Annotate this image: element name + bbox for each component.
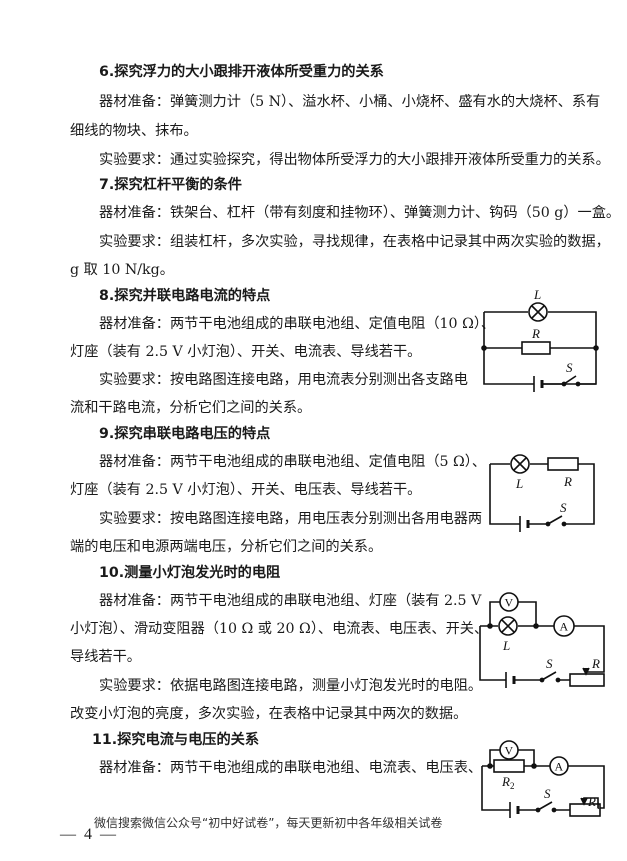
voltmeter-label: V <box>505 744 514 758</box>
rheostat-label: R1 <box>587 794 600 811</box>
section-7-requirement-cont: g 取 10 N/kg。 <box>70 262 174 278</box>
lamp-label: L <box>515 476 523 491</box>
section-10-equipment-cont2: 导线若干。 <box>70 649 141 665</box>
section-10-title: 10.测量小灯泡发光时的电阻 <box>99 565 281 581</box>
section-10-requirement-cont: 改变小灯泡的亮度，多次实验，在表格中记录其中两次的数据。 <box>70 706 468 722</box>
circuit-diagram-11: V A R2 S R1 <box>478 740 610 818</box>
section-6-title: 6.探究浮力的大小跟排开液体所受重力的关系 <box>99 64 384 80</box>
circuit-diagram-9: L R S <box>486 450 606 534</box>
ammeter-icon <box>549 756 569 776</box>
section-9-requirement: 实验要求：按电路图连接电路，用电压表分别测出各用电器两 <box>99 511 483 527</box>
section-9-equipment: 器材准备：两节干电池组成的串联电池组、定值电阻（5 Ω）、 <box>99 454 487 470</box>
ammeter-label: A <box>555 760 564 774</box>
section-6-equipment: 器材准备：弹簧测力计（5 N）、溢水杯、小桶、小烧杯、盛有水的大烧杯、系有 <box>99 94 601 110</box>
section-6-equipment-cont: 细线的物块、抹布。 <box>70 123 198 139</box>
voltmeter-icon <box>499 740 519 760</box>
resistor-label: R2 <box>501 774 514 791</box>
rheostat-icon <box>569 803 601 817</box>
switch-icon <box>563 375 577 385</box>
circuit-diagram-10: V A L S R <box>476 588 614 694</box>
footer-note: 微信搜索微信公众号“初中好试卷”，每天更新初中各年级相关试卷 <box>94 816 443 830</box>
resistor-label: R <box>563 474 572 489</box>
section-8-requirement-cont: 流和干路电流，分析它们之间的关系。 <box>70 400 312 416</box>
section-7-equipment: 器材准备：铁架台、杠杆（带有刻度和挂物环）、弹簧测力计、钩码（50 g）一盒。 <box>99 205 621 221</box>
section-9-equipment-cont: 灯座（装有 2.5 V 小灯泡）、开关、电压表、导线若干。 <box>70 482 422 498</box>
section-7-title: 7.探究杠杆平衡的条件 <box>99 177 242 193</box>
circuit-diagram-8: L R S <box>478 286 608 394</box>
switch-label: S <box>566 360 573 375</box>
voltmeter-icon <box>499 592 519 612</box>
section-11-equipment: 器材准备：两节干电池组成的串联电池组、电流表、电压表、 <box>99 760 483 776</box>
page-number: — 4 — <box>60 826 118 843</box>
section-8-requirement: 实验要求：按电路图连接电路，用电流表分别测出各支路电 <box>99 372 468 388</box>
section-9-title: 9.探究串联电路电压的特点 <box>99 426 271 442</box>
switch-icon <box>547 515 563 525</box>
section-7-requirement: 实验要求：组装杠杆，多次实验，寻找规律，在表格中记录其中两次实验的数据， <box>99 234 610 250</box>
resistor-icon <box>493 759 525 773</box>
rheostat-label: R <box>591 656 600 671</box>
rheostat-icon <box>569 673 605 687</box>
voltmeter-label: V <box>505 596 514 610</box>
switch-icon <box>537 801 553 811</box>
section-8-equipment-cont: 灯座（装有 2.5 V 小灯泡）、开关、电流表、导线若干。 <box>70 344 422 360</box>
section-6-requirement: 实验要求：通过实验探究，得出物体所受浮力的大小跟排开液体所受重力的关系。 <box>99 152 610 168</box>
lamp-label: L <box>502 638 510 653</box>
section-8-equipment: 器材准备：两节干电池组成的串联电池组、定值电阻（10 Ω）、 <box>99 316 496 332</box>
ammeter-icon <box>553 615 575 637</box>
switch-label: S <box>560 500 567 515</box>
section-10-equipment-cont: 小灯泡）、滑动变阻器（10 Ω 或 20 Ω）、电流表、电压表、开关、 <box>70 621 489 637</box>
section-8-title: 8.探究并联电路电流的特点 <box>99 288 271 304</box>
lamp-label: L <box>533 287 541 302</box>
section-10-equipment: 器材准备：两节干电池组成的串联电池组、灯座（装有 2.5 V <box>99 593 482 609</box>
ammeter-label: A <box>560 620 569 634</box>
section-11-title: 11.探究电流与电压的关系 <box>92 732 260 748</box>
section-10-requirement: 实验要求：依据电路图连接电路，测量小灯泡发光时的电阻。 <box>99 678 483 694</box>
switch-label: S <box>544 786 551 801</box>
switch-icon <box>541 671 557 681</box>
section-9-requirement-cont: 端的电压和电源两端电压，分析它们之间的关系。 <box>70 539 383 555</box>
switch-label: S <box>546 656 553 671</box>
resistor-label: R <box>531 326 540 341</box>
